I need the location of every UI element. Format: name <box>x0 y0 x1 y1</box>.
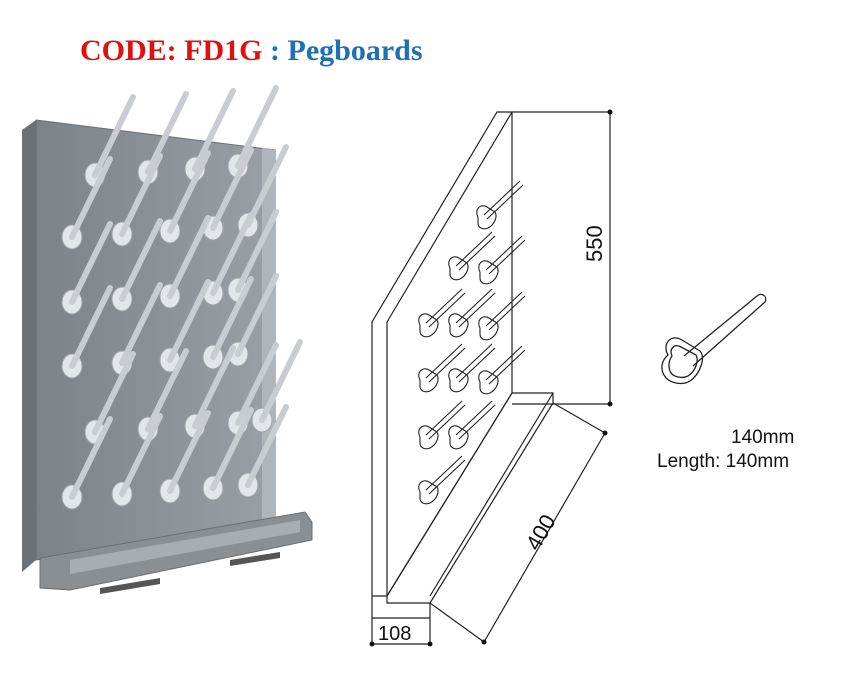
peg-outline <box>448 425 469 450</box>
peg-rod <box>210 147 254 231</box>
peg-rod-outline <box>455 343 496 383</box>
peg-rod <box>119 413 163 497</box>
peg-rod-outline <box>425 455 466 495</box>
peg-base <box>184 156 206 182</box>
peg-base <box>111 481 133 507</box>
peg-rod <box>235 273 279 357</box>
product-name: Pegboards <box>287 34 423 67</box>
peg-base <box>111 350 133 376</box>
peg-rod-outline <box>425 400 466 440</box>
peg-rod <box>245 404 289 488</box>
peg-base <box>137 159 159 185</box>
peg-rod <box>69 285 113 369</box>
title-separator: : <box>270 34 280 67</box>
peg-rod <box>167 279 211 363</box>
peg-rod <box>245 144 289 228</box>
peg-base <box>159 218 181 244</box>
peg-outline <box>478 260 499 285</box>
peg-rod <box>235 85 279 169</box>
peg-base <box>227 341 249 367</box>
peg-outline <box>478 316 499 341</box>
peg-rod-outline <box>425 343 466 383</box>
peg-rod-outline <box>485 291 526 331</box>
peg-rod <box>167 215 211 299</box>
peg-rod-outline <box>455 288 496 328</box>
peg-outline <box>448 256 469 281</box>
peg-base <box>202 475 224 501</box>
peg-rod <box>119 282 163 366</box>
peg-rod-outline <box>425 288 466 328</box>
peg-rod <box>192 345 236 429</box>
peg-rod <box>235 209 279 293</box>
peg-rod <box>210 212 254 296</box>
peg-outline <box>448 313 469 338</box>
peg-base <box>159 283 181 309</box>
peg-rod <box>145 91 189 175</box>
peg-rod-outline <box>455 400 496 440</box>
peg-base <box>202 344 224 370</box>
peg-base <box>227 277 249 303</box>
peg-base <box>184 413 206 439</box>
peg-base <box>111 286 133 312</box>
peg-rod <box>210 276 254 360</box>
peg-base <box>227 410 249 436</box>
peg-rod <box>119 218 163 302</box>
peg-base <box>159 478 181 504</box>
peg-base <box>237 212 259 238</box>
peg-outline <box>418 480 439 505</box>
peg-base <box>84 162 106 188</box>
peg-rod <box>69 221 113 305</box>
depth-dimension-label: 400 <box>521 510 561 554</box>
peg-rod-outline <box>485 345 526 385</box>
height-dimension-label: 550 <box>582 225 607 262</box>
peg-base <box>202 280 224 306</box>
peg-base <box>137 416 159 442</box>
peg-outline <box>418 313 439 338</box>
product-code: CODE: FD1G <box>80 34 263 67</box>
peg-rod-outline <box>485 235 526 275</box>
peg-base <box>61 289 83 315</box>
peg-size-label: 140mm <box>731 427 795 448</box>
peg-rod-outline <box>455 231 496 271</box>
peg-base <box>111 221 133 247</box>
peg-rod <box>69 156 113 240</box>
page-title: CODE: FD1G : Pegboards <box>80 34 423 68</box>
peg-base <box>227 153 249 179</box>
peg-rod <box>145 348 189 432</box>
peg-outline <box>418 368 439 393</box>
peg-rod <box>92 351 136 435</box>
peg-rod <box>167 410 211 494</box>
peg-rod <box>69 416 113 500</box>
peg-base <box>61 224 83 250</box>
peg-rod <box>259 339 303 423</box>
tray-width-dimension-label: 108 <box>378 623 411 645</box>
peg-rod <box>192 88 236 172</box>
peg-base <box>61 353 83 379</box>
peg-base <box>202 215 224 241</box>
peg-rod <box>235 342 279 426</box>
peg-base <box>84 419 106 445</box>
peg-outline <box>476 205 497 230</box>
peg-rod <box>119 153 163 237</box>
peg-outline <box>478 370 499 395</box>
peg-base <box>159 347 181 373</box>
peg-outline <box>448 368 469 393</box>
peg-base <box>251 407 273 433</box>
peg-length-label: Length: 140mm <box>657 451 790 472</box>
peg-rod <box>167 150 211 234</box>
peg-outline <box>418 425 439 450</box>
peg-base <box>237 472 259 498</box>
peg-rod <box>92 94 136 178</box>
peg-rod <box>210 407 254 491</box>
peg-rod-outline <box>483 180 524 220</box>
peg-base <box>61 484 83 510</box>
